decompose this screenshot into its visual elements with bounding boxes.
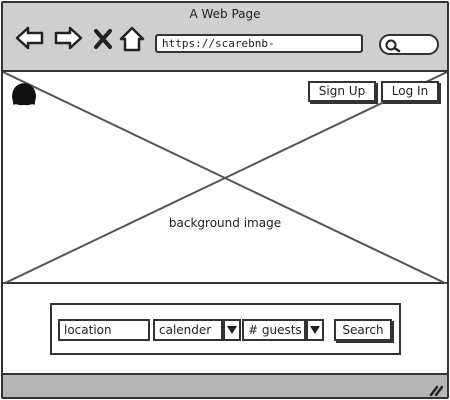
location-input[interactable]: location — [58, 319, 150, 341]
guests-dropdown-button[interactable] — [306, 319, 324, 341]
log-in-button[interactable]: Log In — [381, 81, 439, 102]
search-form: location calender # guests Search — [50, 303, 401, 355]
browser-toolbar: A Web Page https://scarebnb- — [3, 3, 447, 72]
calendar-dropdown-button[interactable] — [223, 319, 241, 341]
hero-caption: background image — [168, 216, 282, 230]
resize-grip-icon[interactable] — [429, 381, 444, 397]
search-button[interactable]: Search — [334, 319, 392, 341]
browser-search-field[interactable] — [379, 34, 439, 55]
close-x-icon[interactable] — [93, 28, 113, 54]
image-placeholder-cross — [3, 72, 447, 284]
forward-arrow-icon[interactable] — [53, 25, 83, 55]
search-icon — [384, 38, 402, 57]
calendar-select[interactable]: calender — [153, 319, 223, 341]
ghost-logo-icon[interactable] — [10, 80, 38, 112]
status-bar — [3, 373, 447, 397]
window-title: A Web Page — [189, 7, 261, 21]
hero-background-image: background image Sign Up Log In — [3, 72, 447, 284]
home-icon[interactable] — [119, 25, 145, 57]
sign-up-button[interactable]: Sign Up — [308, 81, 376, 102]
guests-select[interactable]: # guests — [242, 319, 306, 341]
url-bar[interactable]: https://scarebnb- — [155, 34, 363, 53]
back-arrow-icon[interactable] — [15, 25, 45, 55]
